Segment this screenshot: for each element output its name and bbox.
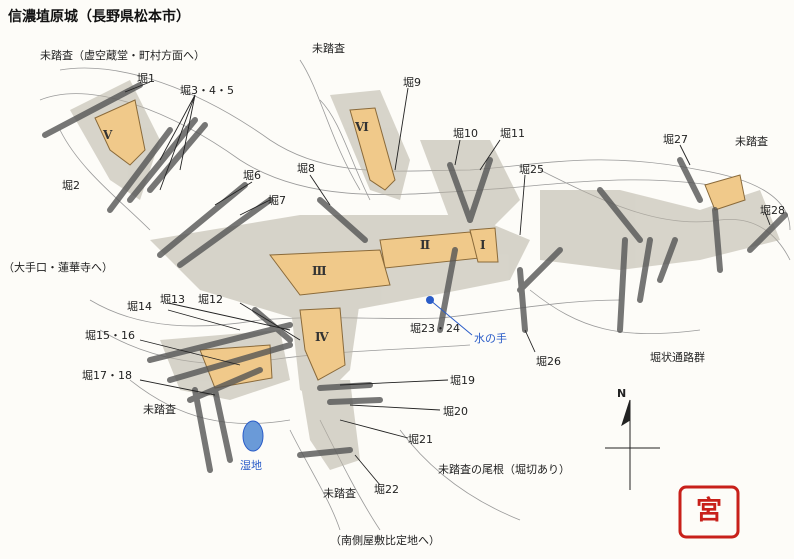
- bailey-iii: Ⅲ: [312, 264, 327, 278]
- bailey-v: Ⅴ: [103, 128, 113, 142]
- note-ditch-group: 堀状通路群: [650, 351, 705, 364]
- note-to-otemon: （大手口・蓮華寺へ）: [3, 261, 113, 274]
- note-unsurveyed-ne: 未踏査: [735, 135, 768, 148]
- note-to-south: （南側屋敷比定地へ）: [330, 534, 440, 547]
- label-ditch-12: 堀12: [198, 293, 223, 306]
- seal-frame: [678, 485, 740, 539]
- label-ditch-6: 堀6: [243, 169, 261, 182]
- label-ditch-1718: 堀17・18: [82, 369, 132, 382]
- note-unsurveyed-ridge: 未踏査の尾根（堀切あり）: [438, 463, 570, 476]
- note-unsurveyed-s: 未踏査: [323, 487, 356, 500]
- seal-icon: 宮: [696, 496, 723, 526]
- label-ditch-345: 堀3・4・5: [180, 84, 234, 97]
- bailey-ii: Ⅱ: [420, 238, 431, 252]
- note-marsh: 湿地: [240, 459, 262, 472]
- label-ditch-13: 堀13: [160, 293, 185, 306]
- label-ditch-27: 堀27: [663, 133, 688, 146]
- note-unsurveyed-n: 未踏査: [312, 42, 345, 55]
- label-ditch-19: 堀19: [450, 374, 475, 387]
- leader-lines: [124, 81, 771, 486]
- label-ditch-21: 堀21: [408, 433, 433, 446]
- label-ditch-14: 堀14: [127, 300, 152, 313]
- note-unsurveyed-sw: 未踏査: [143, 403, 176, 416]
- label-ditch-22: 堀22: [374, 483, 399, 496]
- label-ditch-1: 堀1: [137, 72, 155, 85]
- label-ditch-26: 堀26: [536, 355, 561, 368]
- bailey-vi: Ⅵ: [355, 120, 369, 134]
- north-label: N: [617, 387, 627, 400]
- map-title: 信濃埴原城（長野県松本市）: [8, 9, 190, 25]
- label-ditch-1516: 堀15・16: [85, 329, 135, 342]
- label-ditch-2324: 堀23・24: [410, 322, 460, 335]
- note-unsurveyed-nw: 未踏査（虚空蔵堂・町村方面へ）: [40, 49, 205, 62]
- marsh-shape: [242, 420, 264, 452]
- bailey-iv: Ⅳ: [315, 330, 329, 344]
- bailey-i: Ⅰ: [480, 238, 486, 252]
- label-ditch-28: 堀28: [760, 204, 785, 217]
- ditches: [42, 82, 788, 473]
- label-ditch-10: 堀10: [453, 127, 478, 140]
- label-ditch-11: 堀11: [500, 127, 525, 140]
- north-arrow: [605, 399, 660, 490]
- label-ditch-7: 堀7: [268, 194, 286, 207]
- label-ditch-8: 堀8: [297, 162, 315, 175]
- label-ditch-9: 堀9: [403, 76, 421, 89]
- label-ditch-2: 堀2: [62, 179, 80, 192]
- label-ditch-20: 堀20: [443, 405, 468, 418]
- label-ditch-25: 堀25: [519, 163, 544, 176]
- note-water: 水の手: [474, 332, 507, 345]
